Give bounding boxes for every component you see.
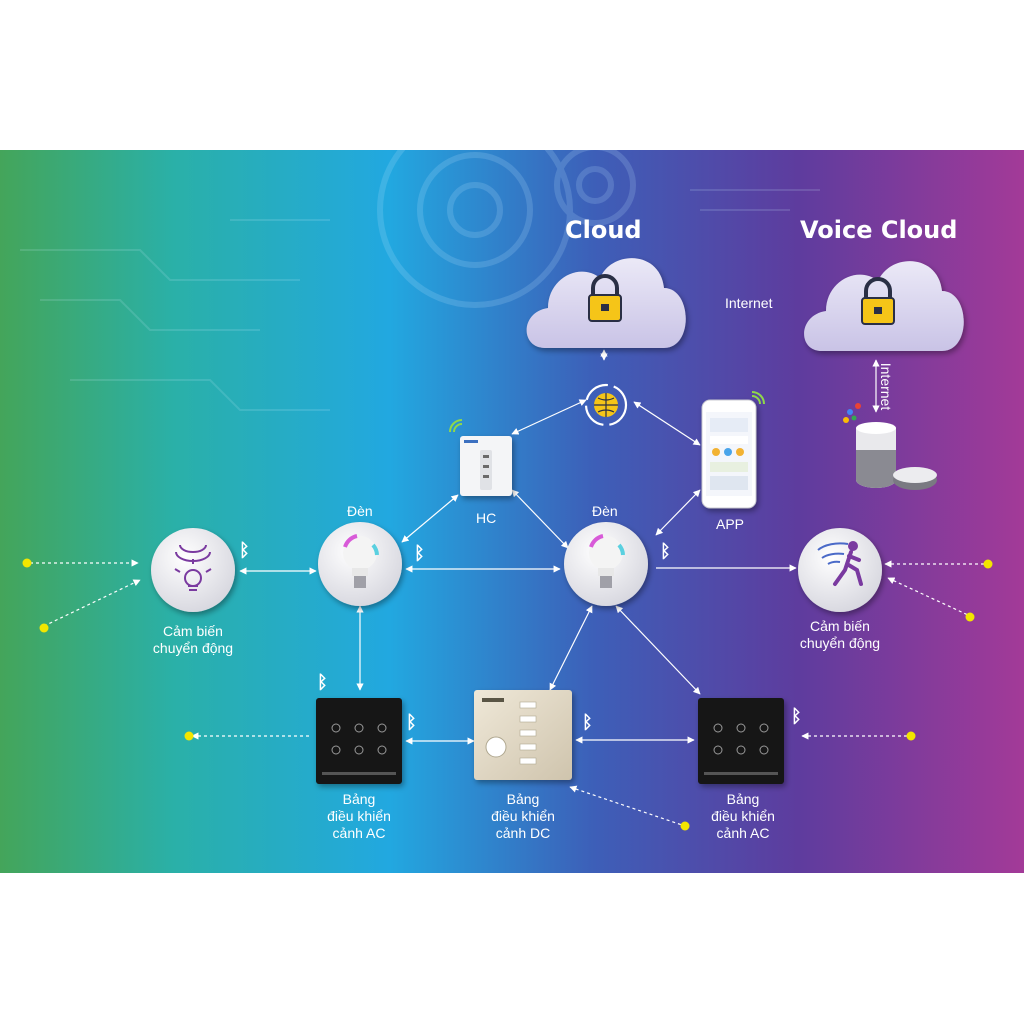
bluetooth-icon: ᛒ bbox=[660, 541, 671, 562]
panel-ac-right-label: Bảng điều khiển cảnh AC bbox=[693, 791, 793, 842]
sensor-left-label-line2: chuyển động bbox=[152, 640, 234, 656]
app-label: APP bbox=[716, 516, 745, 532]
bluetooth-icon: ᛒ bbox=[239, 540, 250, 561]
motion-sensor-icon bbox=[174, 544, 212, 591]
panel-ac-right-label-line1: Bảng bbox=[726, 791, 760, 807]
smart-speaker bbox=[843, 403, 937, 490]
circuit-decoration bbox=[20, 189, 820, 411]
sensor-right-label-line2: chuyển động bbox=[799, 635, 881, 651]
panel-dc-label-line1: Bảng bbox=[506, 791, 540, 807]
panel-dc-label-line2: điều khiển bbox=[491, 808, 555, 824]
panel-ac-left-label: Bảng điều khiển cảnh AC bbox=[309, 791, 409, 842]
panel-ac-left-label-line2: điều khiển bbox=[327, 808, 391, 824]
dotted-connectors bbox=[30, 559, 986, 826]
lock-icon bbox=[588, 274, 622, 322]
diagram-scene: ᛒ ᛒ ᛒ ᛒ ᛒ ᛒ ᛒ Cloud Voice Cloud Internet… bbox=[0, 150, 1024, 873]
sensor-right-label: Cảm biến chuyển động bbox=[785, 618, 895, 652]
hc-label: HC bbox=[476, 510, 497, 526]
panel-dc-label: Bảng điều khiển cảnh DC bbox=[473, 791, 573, 842]
bluetooth-icon: ᛒ bbox=[582, 712, 593, 733]
panel-ac-right-label-line3: cảnh AC bbox=[716, 825, 770, 841]
panel-dc bbox=[474, 690, 572, 780]
motion-person-icon bbox=[817, 541, 863, 586]
wifi-icon-app bbox=[751, 391, 765, 405]
bluetooth-icon: ᛒ bbox=[317, 672, 328, 693]
sensor-right-circle bbox=[798, 528, 882, 612]
panel-ac-left-label-line3: cảnh AC bbox=[332, 825, 386, 841]
cloud-title: Cloud bbox=[565, 216, 642, 244]
sensor-left-label-line1: Cảm biến bbox=[163, 623, 223, 639]
bulb-left-label: Đèn bbox=[347, 503, 373, 519]
lock-icon-voice bbox=[861, 277, 895, 325]
internet-label: Internet bbox=[725, 295, 773, 311]
diagram-canvas bbox=[0, 150, 1024, 873]
panel-ac-left-label-line1: Bảng bbox=[342, 791, 376, 807]
bluetooth-icon: ᛒ bbox=[406, 712, 417, 733]
wifi-icon bbox=[449, 419, 463, 433]
panel-dc-label-line3: cảnh DC bbox=[495, 825, 551, 841]
sensor-left-label: Cảm biến chuyển động bbox=[138, 623, 248, 657]
bulb-icon-center bbox=[589, 534, 625, 588]
panel-ac-right bbox=[698, 698, 784, 784]
gear-decoration bbox=[377, 150, 636, 308]
panel-ac-right-label-line2: điều khiển bbox=[711, 808, 775, 824]
internet-label-vertical: Internet bbox=[878, 362, 895, 411]
panel-ac-left bbox=[316, 698, 402, 784]
hc-device bbox=[460, 436, 512, 496]
bulb-icon bbox=[343, 534, 379, 588]
endpoint-dots bbox=[22, 558, 993, 831]
globe-sync-icon bbox=[584, 383, 628, 427]
app-phone bbox=[701, 399, 757, 509]
voice-cloud-title: Voice Cloud bbox=[800, 216, 958, 244]
bluetooth-icon: ᛒ bbox=[791, 706, 802, 727]
bulb-center-label: Đèn bbox=[592, 503, 618, 519]
bluetooth-icon: ᛒ bbox=[414, 543, 425, 564]
connector-lines bbox=[239, 349, 880, 745]
sensor-right-label-line1: Cảm biến bbox=[810, 618, 870, 634]
